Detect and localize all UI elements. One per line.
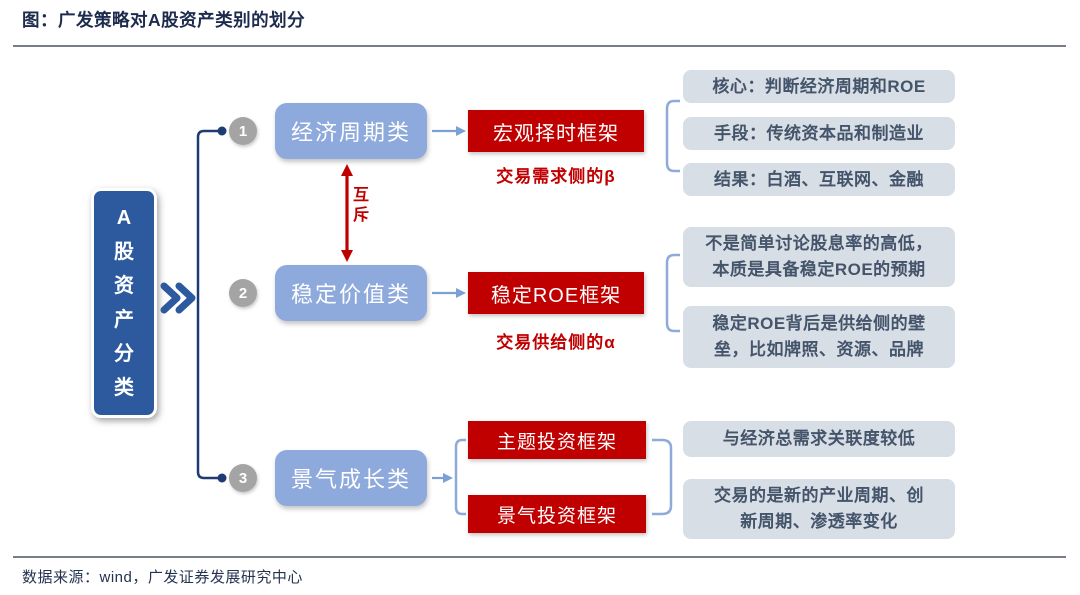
branch2-number-badge: 2 (229, 279, 257, 307)
double-chevron-icon (160, 282, 196, 314)
note-core: 核心：判断经济周期和ROE (683, 70, 955, 103)
note-text: 核心：判断经济周期和ROE (712, 76, 926, 96)
root-char: 类 (114, 377, 134, 399)
root-char: 股 (114, 241, 134, 263)
root-char: 资 (114, 275, 134, 297)
mutex-char: 互 (353, 187, 370, 204)
framework-note-alpha: 交易供给侧的α (496, 333, 616, 352)
root-char: 产 (114, 309, 134, 331)
note-dividend-roe: 不是简单讨论股息率的高低， 本质是具备稳定ROE的预期 (683, 227, 955, 287)
bracket-branch3-left (454, 438, 466, 516)
tree-dot-top (217, 126, 227, 136)
note-text-line: 本质是具备稳定ROE的预期 (712, 260, 926, 279)
note-supply-barrier: 稳定ROE背后是供给侧的壁 垒，比如牌照、资源、品牌 (683, 306, 955, 368)
category-economic-cycle: 经济周期类 (275, 103, 427, 159)
note-text: 手段：传统资本品和制造业 (714, 123, 924, 143)
framework-stable-roe: 稳定ROE框架 (468, 272, 644, 314)
framework-macro-timing: 宏观择时框架 (468, 110, 644, 152)
note-text-line: 不是简单讨论股息率的高低， (705, 234, 933, 253)
note-text-line: 交易的是新的产业周期、创 (714, 486, 924, 505)
mutex-char: 斥 (353, 207, 370, 224)
note-text: 结果：白酒、互联网、金融 (714, 169, 924, 189)
note-new-cycles: 交易的是新的产业周期、创 新周期、渗透率变化 (683, 479, 955, 539)
tree-dot-bottom (217, 473, 227, 483)
branch3-number-badge: 3 (229, 464, 257, 492)
note-text-line: 稳定ROE背后是供给侧的壁 (712, 314, 926, 333)
figure-title: 图：广发策略对A股资产类别的划分 (22, 10, 306, 30)
framework-note-beta: 交易需求侧的β (496, 167, 616, 186)
data-source: 数据来源：wind，广发证券发展研究中心 (22, 569, 303, 586)
root-char: 分 (114, 343, 134, 365)
category-stable-value: 稳定价值类 (275, 265, 427, 321)
mutex-label: 互 斥 (353, 186, 369, 226)
branch1-number-badge: 1 (229, 117, 257, 145)
tree-line (196, 129, 222, 480)
root-label: A 股 资 产 分 类 (114, 201, 134, 405)
category-boom-growth: 景气成长类 (275, 450, 427, 506)
note-text-line: 新周期、渗透率变化 (740, 512, 898, 531)
note-low-correlation: 与经济总需求关联度较低 (683, 421, 955, 457)
note-text-line: 垒，比如牌照、资源、品牌 (714, 340, 924, 359)
note-result: 结果：白酒、互联网、金融 (683, 163, 955, 196)
mutex-arrow (341, 164, 353, 262)
framework-boom-investing: 景气投资框架 (468, 495, 646, 533)
note-text: 与经济总需求关联度较低 (722, 429, 916, 448)
root-node: A 股 资 产 分 类 (91, 188, 157, 418)
bracket-branch2 (665, 253, 680, 333)
bracket-branch3-right (652, 438, 673, 516)
root-char: A (116, 207, 132, 229)
note-means: 手段：传统资本品和制造业 (683, 117, 955, 150)
framework-theme-investing: 主题投资框架 (468, 421, 646, 459)
bottom-divider (13, 556, 1066, 558)
top-divider (13, 45, 1066, 47)
bracket-branch1 (665, 99, 680, 173)
